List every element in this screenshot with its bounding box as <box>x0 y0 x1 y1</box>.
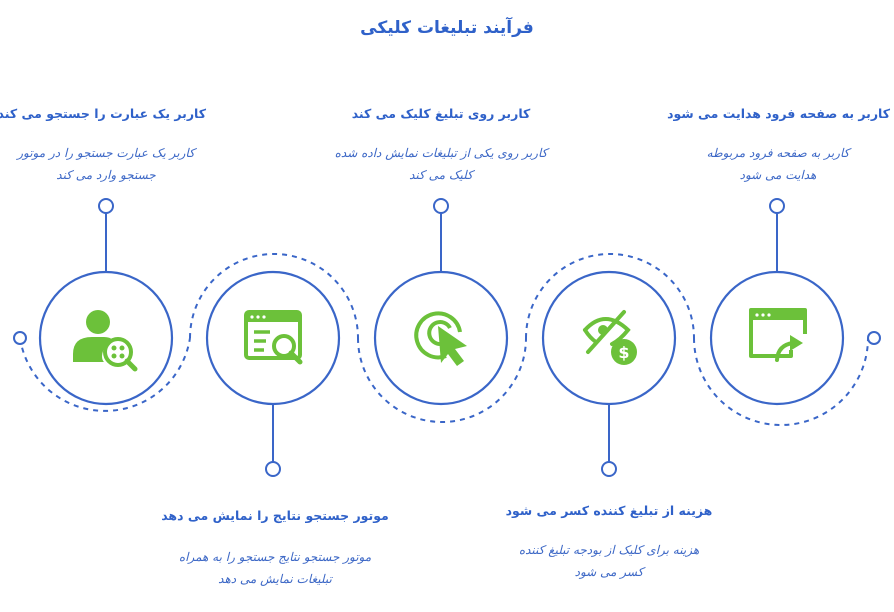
step-2-description-line1: موتور جستجو نتایج جستجو را به همراه <box>178 550 372 564</box>
diagram-title: فرآیند تبلیغات کلیکی <box>360 18 534 38</box>
user-search-icon <box>73 310 138 372</box>
step-5-description-line2: هدایت می شود <box>739 168 817 182</box>
dashed-connector-1-2 <box>189 253 359 339</box>
step-4-description: هزینه برای کلیک از بودجه تبلیغ کننده کسر… <box>500 539 718 583</box>
step-circle-4 <box>541 270 677 406</box>
step-5-heading: کاربر به صفحه فرود هدایت می شود <box>667 106 890 121</box>
stem-dot-step-1 <box>98 198 114 214</box>
step-1-description-line2: جستجو وارد می کند <box>56 168 156 182</box>
step-2-heading: موتور جستجو نتایج را نمایش می دهد <box>161 508 389 523</box>
step-1-heading: کاربر یک عبارت را جستجو می کند <box>0 106 206 121</box>
stem-dot-step-2 <box>265 461 281 477</box>
browser-search-icon <box>244 310 303 365</box>
dashed-connector-2-3 <box>357 337 527 423</box>
step-1-description: کاربر یک عبارت جستجو را در موتور جستجو و… <box>6 142 206 186</box>
step-circle-2 <box>205 270 341 406</box>
step-2-description-line2: تبلیغات نمایش می دهد <box>218 572 332 586</box>
no-view-dollar-icon: $ <box>583 310 637 365</box>
step-circle-5 <box>709 270 845 406</box>
stem-dot-step-3 <box>433 198 449 214</box>
dashed-connector-left <box>19 337 191 412</box>
stem-dot-step-4 <box>601 461 617 477</box>
step-3-description: کاربر روی یکی از تبلیغات نمایش داده شده … <box>326 142 556 186</box>
start-dot <box>13 331 27 345</box>
step-3-description-line1: کاربر روی یکی از تبلیغات نمایش داده شده <box>334 146 548 160</box>
step-5-description: کاربر به صفحه فرود مربوطه هدایت می شود <box>680 142 876 186</box>
stem-dot-step-5 <box>769 198 785 214</box>
dashed-connector-4-5 <box>693 337 869 426</box>
cursor-click-icon <box>414 311 467 366</box>
step-3-heading: کاربر روی تبلیغ کلیک می کند <box>351 106 531 121</box>
step-4-description-line2: کسر می شود <box>574 565 644 579</box>
step-5-description-line1: کاربر به صفحه فرود مربوطه <box>706 146 850 160</box>
step-4-heading: هزینه از تبلیغ کننده کسر می شود <box>505 503 713 518</box>
dashed-connector-3-4 <box>525 253 695 339</box>
svg-text:$: $ <box>618 343 629 362</box>
step-1-description-line1: کاربر یک عبارت جستجو را در موتور <box>17 146 195 160</box>
step-2-description: موتور جستجو نتایج جستجو را به همراه تبلی… <box>160 546 390 590</box>
step-4-description-line1: هزینه برای کلیک از بودجه تبلیغ کننده <box>518 543 700 557</box>
step-3-description-line2: کلیک می کند <box>409 168 473 182</box>
browser-redirect-icon <box>749 308 807 362</box>
end-dot <box>867 331 881 345</box>
